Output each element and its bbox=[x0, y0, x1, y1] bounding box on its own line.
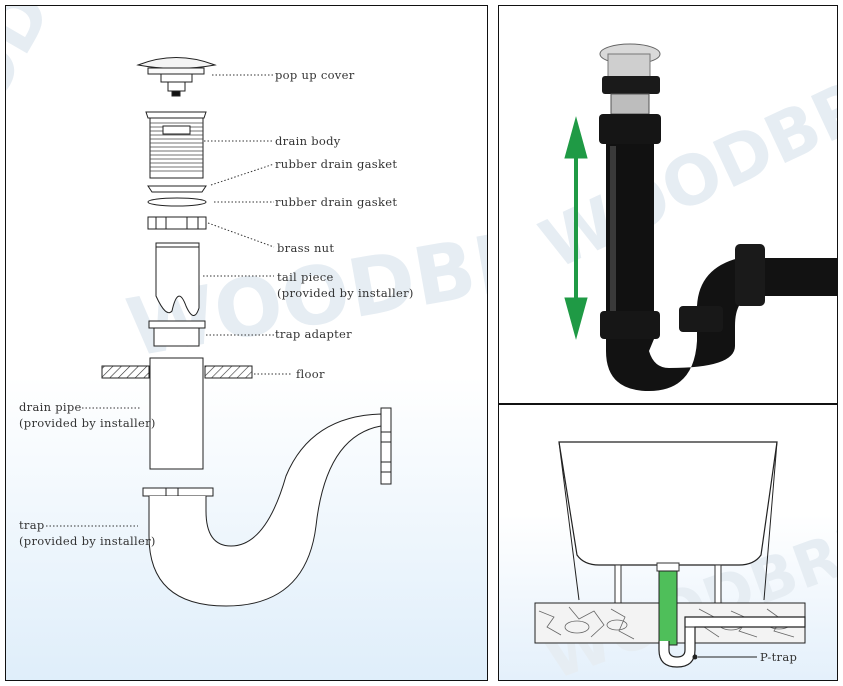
label-rubber-drain-gasket-1: rubber drain gasket bbox=[275, 157, 397, 171]
drain-body bbox=[145, 111, 207, 179]
tail-piece bbox=[155, 242, 200, 316]
height-arrow bbox=[564, 116, 588, 340]
label-brass-nut: brass nut bbox=[277, 241, 334, 255]
label-trap-note: (provided by installer) bbox=[19, 534, 156, 548]
label-drain-body: drain body bbox=[275, 134, 341, 148]
label-trap-adapter: trap adapter bbox=[275, 327, 352, 341]
rubber-drain-gasket-upper bbox=[147, 185, 207, 193]
label-tail-piece: tail piece bbox=[277, 270, 334, 284]
bathtub-p-trap-diagram: WOODBRIDGE P-trap bbox=[498, 404, 838, 681]
label-floor: floor bbox=[296, 367, 325, 381]
label-tail-piece-note: (provided by installer) bbox=[277, 286, 414, 300]
pipe-photo-svg: WOODBRIDGE bbox=[529, 6, 837, 391]
exploded-drain-svg: WOODBRIDGE WOODBRIDGE bbox=[6, 6, 487, 607]
brass-nut bbox=[147, 216, 207, 230]
floor-slab bbox=[101, 365, 253, 379]
exploded-drain-diagram: WOODBRIDGE WOODBRIDGE bbox=[5, 5, 488, 681]
bathtub-svg: WOODBRIDGE P-trap bbox=[534, 441, 837, 680]
trap-adapter bbox=[148, 320, 206, 347]
pop-up-cover bbox=[136, 57, 217, 97]
p-trap-pipe bbox=[658, 570, 806, 668]
label-pop-up-cover: pop up cover bbox=[275, 68, 355, 82]
label-drain-pipe-note: (provided by installer) bbox=[19, 416, 156, 430]
label-rubber-drain-gasket-2: rubber drain gasket bbox=[275, 195, 397, 209]
pipe-photo: WOODBRIDGE bbox=[498, 5, 838, 404]
p-trap bbox=[142, 407, 392, 607]
label-trap: trap bbox=[19, 518, 45, 532]
label-drain-pipe: drain pipe bbox=[19, 400, 82, 414]
label-p-trap: P-trap bbox=[760, 650, 797, 664]
drain-pipe bbox=[149, 357, 204, 470]
bathtub bbox=[558, 441, 778, 566]
rubber-drain-gasket-lower bbox=[147, 197, 207, 207]
